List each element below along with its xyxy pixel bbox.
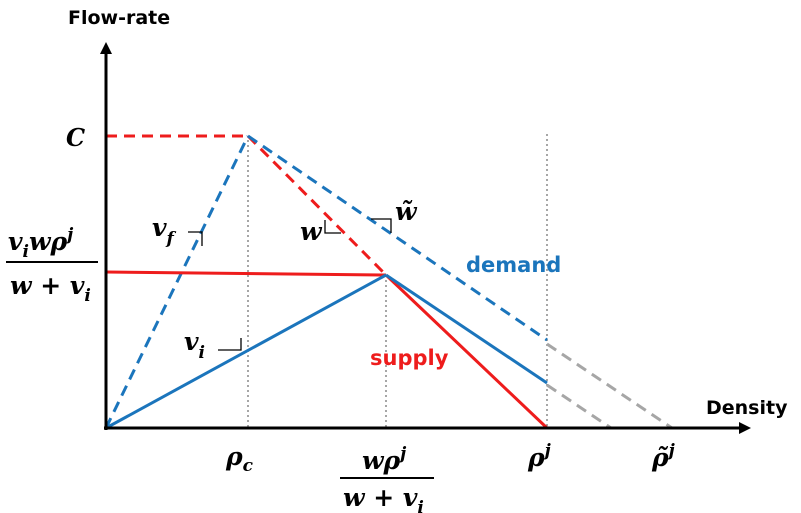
x-axis-title: Density bbox=[706, 397, 788, 419]
rho-c-label: ρc bbox=[225, 442, 254, 476]
x-frac-den-sub: i bbox=[417, 498, 423, 513]
w-label: w bbox=[300, 217, 323, 246]
capacity-label: C bbox=[66, 123, 85, 152]
red-dashed-supply bbox=[246, 134, 388, 277]
red-solid-horizontal bbox=[105, 270, 387, 277]
x-fraction-label: wρj w + vi bbox=[340, 444, 434, 513]
blue-solid-vi bbox=[105, 273, 387, 430]
vf-main: v bbox=[152, 213, 167, 242]
svg-text:wρj: wρj bbox=[362, 444, 407, 475]
blue-dashed-free-flow bbox=[104, 135, 250, 429]
y-axis-title: Flow-rate bbox=[68, 7, 170, 29]
svg-text:w + vi: w + vi bbox=[343, 483, 424, 513]
rho-j-sup: j bbox=[542, 441, 552, 461]
vi-label: vi bbox=[184, 327, 205, 363]
y-frac-den-sub: i bbox=[84, 286, 90, 306]
slope-mark-w-tilde bbox=[371, 218, 392, 233]
gray-dashed-extension-2 bbox=[546, 383, 612, 430]
gray-dashed-extension-1 bbox=[546, 342, 673, 430]
svg-text:viwρj: viwρj bbox=[8, 225, 74, 262]
blue-solid-demand bbox=[385, 273, 548, 385]
y-frac-den: w + v bbox=[10, 271, 85, 300]
x-frac-den: w + v bbox=[343, 483, 418, 512]
y-frac-num-rest: wρ bbox=[29, 227, 68, 256]
y-frac-num-sub-i: i bbox=[23, 242, 29, 262]
rho-j-label: ρj bbox=[527, 441, 552, 472]
slope-mark-vi bbox=[218, 338, 242, 351]
w-tilde-label: w̃ bbox=[395, 197, 418, 226]
rho-tilde-j-label: ρ̃j bbox=[651, 441, 676, 472]
rho-j-main: ρ bbox=[527, 443, 545, 472]
y-frac-num-v: v bbox=[8, 227, 23, 256]
rho-tilde-j-sup: j bbox=[666, 441, 676, 461]
demand-label: demand bbox=[466, 253, 561, 277]
y-frac-num-sup-j: j bbox=[64, 225, 74, 245]
vi-main: v bbox=[184, 327, 199, 356]
y-fraction-label: viwρj w + vi bbox=[6, 225, 98, 306]
vf-label: vf bbox=[152, 213, 177, 249]
x-frac-num-sup: j bbox=[397, 444, 407, 464]
rho-c-sub: c bbox=[243, 456, 254, 476]
blue-dashed-demand bbox=[247, 134, 548, 342]
svg-text:w + vi: w + vi bbox=[10, 271, 91, 306]
rho-tilde-j-main: ρ̃ bbox=[651, 443, 669, 472]
slope-mark-vf bbox=[188, 231, 203, 246]
red-solid-supply bbox=[384, 273, 549, 430]
slope-mark-w bbox=[324, 220, 341, 234]
vf-sub: f bbox=[166, 229, 177, 249]
supply-label: supply bbox=[370, 346, 449, 370]
vi-sub: i bbox=[199, 343, 205, 363]
x-frac-num: wρ bbox=[362, 446, 401, 475]
rho-c-main: ρ bbox=[225, 442, 243, 471]
